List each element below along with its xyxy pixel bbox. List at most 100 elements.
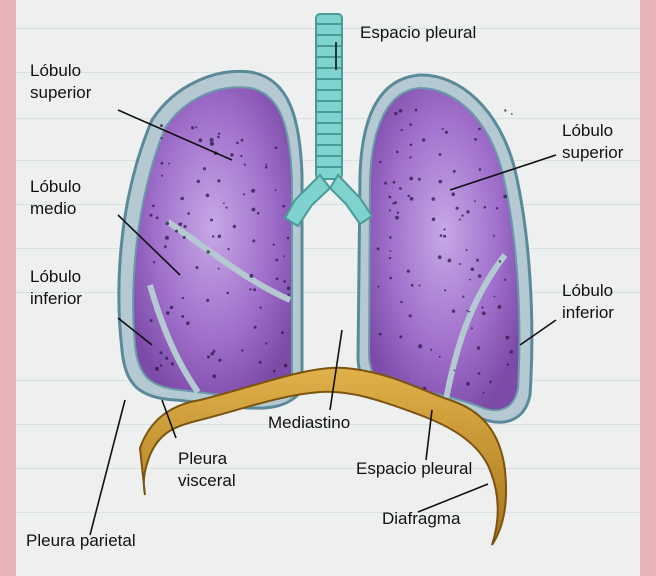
alveolus-dot (150, 214, 153, 217)
alveolus-dot (226, 292, 229, 295)
alveolus-dot (210, 138, 214, 142)
alveolus-dot (493, 235, 495, 237)
alveolus-dot (252, 208, 256, 212)
alveolus-dot (396, 151, 399, 154)
alveolus-dot (161, 175, 163, 177)
alveolus-dot (377, 247, 380, 250)
alveolus-dot (483, 392, 485, 394)
alveolus-dot (409, 314, 412, 317)
alveolus-dot (207, 250, 210, 253)
alveolus-dot (275, 147, 278, 150)
alveolus-dot (226, 207, 228, 209)
alveolus-dot (439, 180, 443, 184)
alveolus-dot (180, 197, 184, 201)
alveolus-dot (288, 294, 290, 296)
alveolus-dot (282, 205, 285, 208)
alveolus-dot (504, 109, 506, 111)
alveolus-dot (265, 166, 268, 169)
alveolus-dot (468, 311, 470, 313)
alveolus-dot (461, 214, 463, 216)
alveolus-dot (418, 178, 421, 181)
alveolus-dot (195, 126, 197, 128)
alveolus-dot (165, 357, 168, 360)
alveolus-dot (454, 370, 456, 372)
alveolus-dot (443, 228, 445, 230)
alveolus-dot (478, 274, 481, 277)
alveolus-dot (484, 206, 487, 209)
alveolus-dot (252, 239, 255, 242)
alveolus-dot (407, 270, 410, 273)
alveolus-dot (206, 194, 210, 198)
alveolus-dot (507, 363, 509, 365)
alveolus-dot (503, 195, 507, 199)
alveolus-dot (207, 355, 210, 358)
alveolus-dot (409, 177, 413, 181)
alveolus-dot (160, 351, 163, 354)
alveolus-dot (462, 296, 464, 298)
alveolus-dot (251, 189, 255, 193)
alveolus-dot (432, 197, 436, 201)
alveolus-dot (212, 374, 216, 378)
alveolus-dot (259, 361, 262, 364)
alveolus-dot (440, 234, 443, 237)
alveolus-dot (218, 235, 222, 239)
alveolus-dot (388, 196, 391, 199)
alveolus-dot (389, 277, 392, 280)
alveolus-dot (471, 268, 475, 272)
alveolus-dot (478, 128, 481, 131)
alveolus-dot (153, 261, 155, 263)
alveolus-dot (439, 153, 442, 156)
alveolus-dot (187, 212, 190, 215)
alveolus-dot (171, 362, 174, 365)
alveolus-dot (411, 284, 414, 287)
alveolus-dot (496, 207, 498, 209)
alveolus-dot (254, 326, 257, 329)
alveolus-dot (504, 279, 506, 281)
alveolus-dot (168, 163, 170, 165)
alveolus-dot (432, 218, 436, 222)
alveolus-dot (466, 310, 468, 312)
alveolus-dot (218, 359, 221, 362)
alveolus-dot (165, 236, 169, 240)
alveolus-dot (160, 364, 162, 366)
alveolus-dot (211, 352, 214, 355)
label-espacio-pleural-bottom: Espacio pleural (356, 459, 472, 478)
alveolus-dot (469, 279, 471, 281)
alveolus-dot (419, 284, 421, 286)
alveolus-dot (397, 212, 399, 214)
alveolus-dot (196, 266, 199, 269)
alveolus-dot (394, 112, 397, 115)
alveolus-dot (410, 197, 414, 201)
alveolus-dot (466, 210, 469, 213)
alveolus-dot (422, 138, 425, 141)
alveolus-dot (184, 225, 187, 228)
alveolus-dot (166, 311, 170, 315)
label-pleura-parietal: Pleura parietal (26, 531, 136, 550)
alveolus-dot (409, 123, 412, 126)
label-espacio-pleural-top: Espacio pleural (360, 23, 476, 42)
alveolus-dot (210, 219, 213, 222)
alveolus-dot (284, 364, 288, 368)
alveolus-dot (459, 263, 461, 265)
alveolus-dot (378, 286, 380, 288)
alveolus-dot (175, 230, 178, 233)
alveolus-dot (244, 164, 246, 166)
alveolus-dot (393, 181, 396, 184)
alveolus-dot (389, 236, 392, 239)
alveolus-dot (233, 225, 236, 228)
alveolus-dot (265, 342, 267, 344)
alveolus-dot (241, 349, 243, 351)
alveolus-dot (415, 109, 418, 112)
label-diafragma: Diafragma (382, 509, 461, 528)
alveolus-dot (150, 319, 153, 322)
alveolus-dot (217, 179, 220, 182)
alveolus-dot (276, 278, 279, 281)
alveolus-dot (161, 137, 163, 139)
alveolus-dot (152, 205, 155, 208)
alveolus-dot (249, 274, 253, 278)
alveolus-dot (498, 305, 502, 309)
alveolus-dot (191, 126, 194, 129)
alveolus-dot (257, 212, 260, 215)
alveolus-dot (448, 259, 452, 263)
